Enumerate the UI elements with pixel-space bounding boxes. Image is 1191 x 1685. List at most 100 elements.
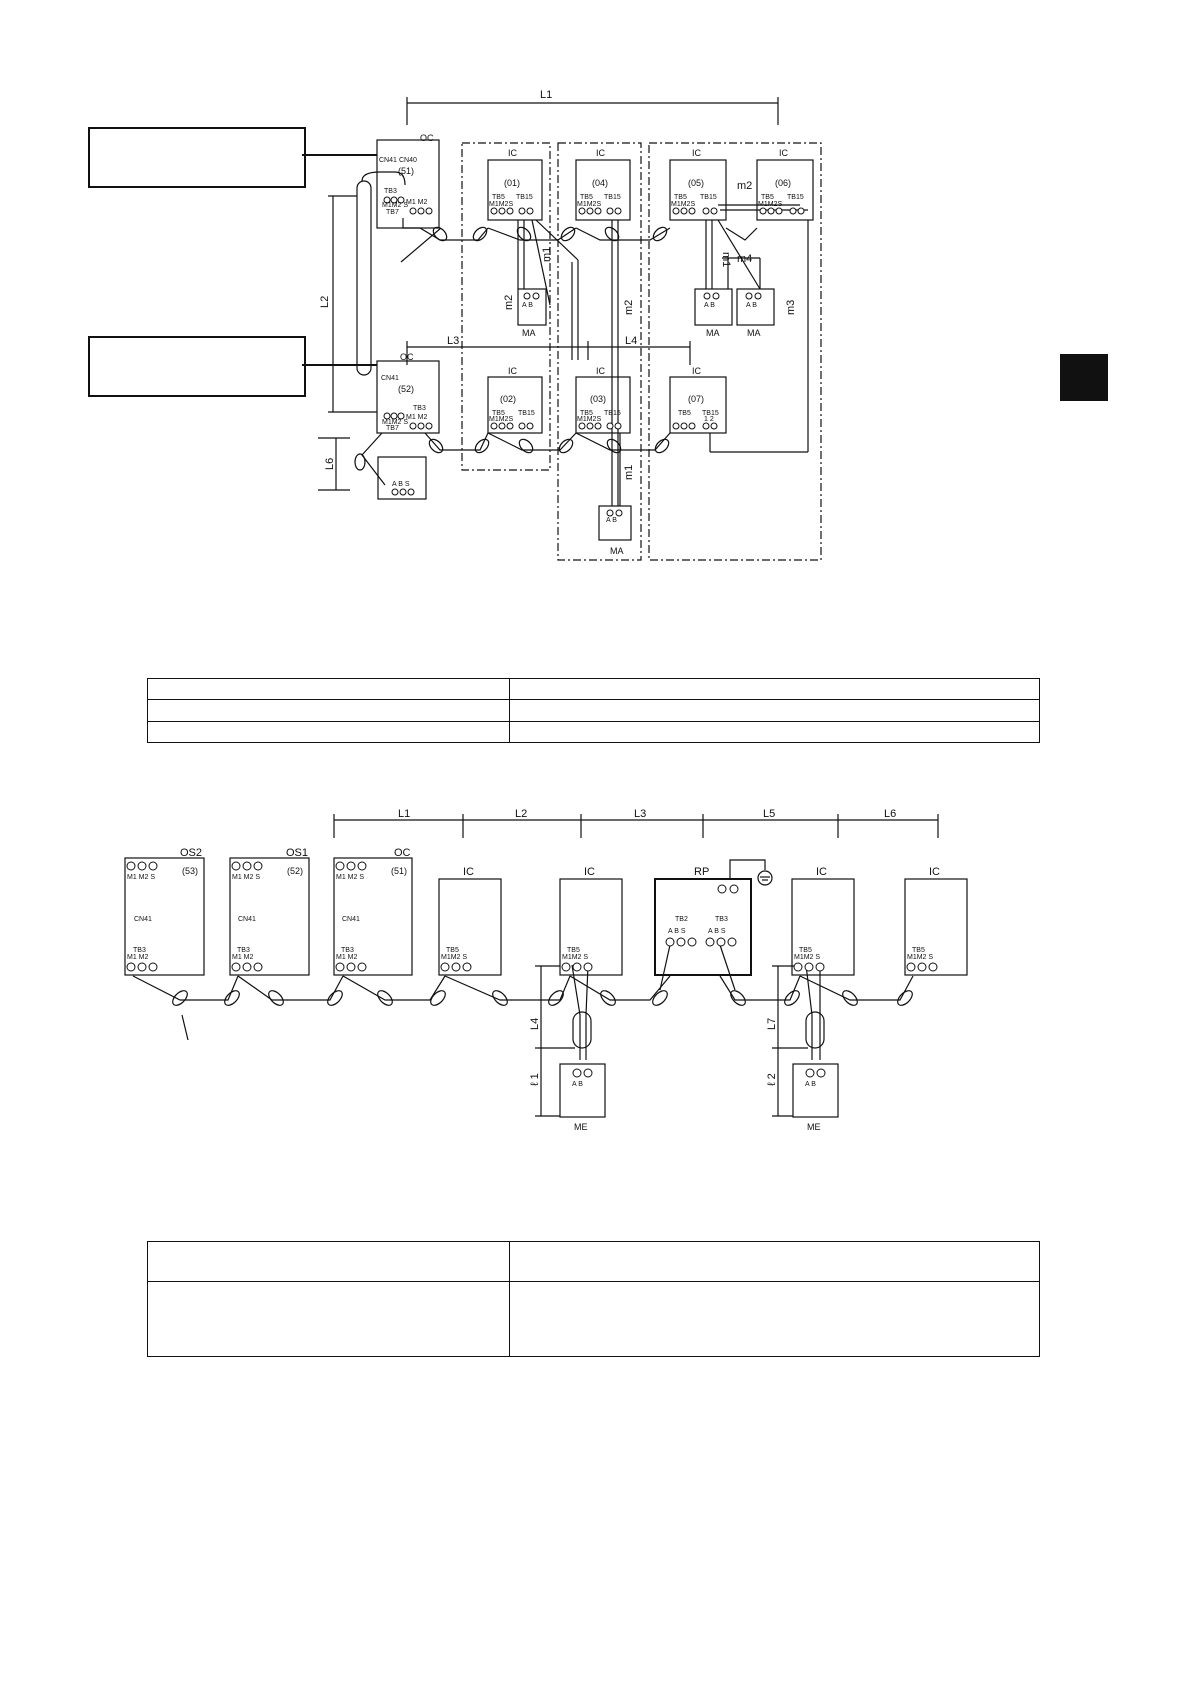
label-box-bottom xyxy=(88,336,306,397)
dim-l3: L3 xyxy=(447,335,459,347)
d2-dim-l1: L1 xyxy=(398,808,410,820)
rp-label: RP xyxy=(694,866,709,878)
section-tab-marker xyxy=(1060,354,1108,401)
ma-2-label: MA xyxy=(706,328,720,338)
oc-bottom-cn41: CN41 xyxy=(381,375,399,382)
rp-tb2-abs: A B S xyxy=(668,928,686,935)
rp-tb2: TB2 xyxy=(675,916,688,923)
oc2-addr: (51) xyxy=(391,866,407,876)
ic-03-m1m2s: M1M2S xyxy=(577,416,601,423)
ic-01-tb5: TB5 xyxy=(492,194,505,201)
d2-dim-l1-small: ℓ 1 xyxy=(529,1073,541,1086)
d2-ic-1-m1m2s: M1M2 S xyxy=(441,954,467,961)
ic-04-tb15: TB15 xyxy=(604,194,621,201)
d2-ic-3-tb5: TB5 xyxy=(799,947,812,954)
me-2-label: ME xyxy=(807,1122,821,1132)
d2-dim-l4: L4 xyxy=(529,1018,541,1030)
oc-top-addr: (51) xyxy=(398,166,414,176)
ic-02-label: IC xyxy=(508,366,518,376)
dim-m4: m4 xyxy=(737,253,752,265)
ma-2-ab: A B xyxy=(704,302,715,309)
ma-3-ab: A B xyxy=(746,302,757,309)
ic-02-m1m2s: M1M2S xyxy=(489,416,513,423)
ma-4-ab: A B xyxy=(606,517,617,524)
dim-m2-mid: m2 xyxy=(623,300,635,315)
ic-05-addr: (05) xyxy=(688,178,704,188)
oc-top-tb7: TB7 xyxy=(386,209,399,216)
ic-07-addr: (07) xyxy=(688,394,704,404)
ic-06-label: IC xyxy=(779,148,789,158)
rp-tb3-abs: A B S xyxy=(708,928,726,935)
d2-ic-1-tb5: TB5 xyxy=(446,947,459,954)
oc-top-m1m2s: M1M2 S xyxy=(382,202,408,209)
rp-tb3: TB3 xyxy=(715,916,728,923)
me-1-ab: A B xyxy=(572,1081,583,1088)
dim-m2-left: m2 xyxy=(503,295,515,310)
oc-top-tb3: TB3 xyxy=(384,188,397,195)
ic-06-tb15: TB15 xyxy=(787,194,804,201)
os2-cn41: CN41 xyxy=(134,916,152,923)
ic-03-tb5: TB5 xyxy=(580,410,593,417)
ic-05-tb15: TB15 xyxy=(700,194,717,201)
os1-m1m2s: M1 M2 S xyxy=(232,874,260,881)
oc-bottom-tb7: TB7 xyxy=(386,425,399,432)
ic-04-m1m2s: M1M2S xyxy=(577,201,601,208)
oc-bottom-label: OC xyxy=(400,352,414,362)
oc2-cn41: CN41 xyxy=(342,916,360,923)
ma-1-ab: A B xyxy=(522,302,533,309)
d2-ic-4-label: IC xyxy=(929,866,940,878)
oc2-label: OC xyxy=(394,847,411,859)
ic-03-tb15: TB15 xyxy=(604,410,621,417)
ic-04-tb5: TB5 xyxy=(580,194,593,201)
os2-m1m2s: M1 M2 S xyxy=(127,874,155,881)
d2-ic-4-m1m2s: M1M2 S xyxy=(907,954,933,961)
d2-ic-3-m1m2s: M1M2 S xyxy=(794,954,820,961)
d2-dim-l5: L5 xyxy=(763,808,775,820)
oc-bottom-tb3: TB3 xyxy=(413,405,426,412)
d2-dim-l3: L3 xyxy=(634,808,646,820)
ic-06-m1m2s: M1M2S xyxy=(758,201,782,208)
dim-l1: L1 xyxy=(540,89,552,101)
oc-top-cn40: CN40 xyxy=(399,157,417,164)
dim-l6: L6 xyxy=(324,458,336,470)
os1-addr: (52) xyxy=(287,866,303,876)
me-1-label: ME xyxy=(574,1122,588,1132)
ic-04-addr: (04) xyxy=(592,178,608,188)
ic-03-addr: (03) xyxy=(590,394,606,404)
ma-4-label: MA xyxy=(610,546,624,556)
d2-ic-3-label: IC xyxy=(816,866,827,878)
small-box-abs: A B S xyxy=(392,481,410,488)
ic-07-tb15: TB15 xyxy=(702,410,719,417)
dim-l2: L2 xyxy=(319,296,331,308)
oc-bottom-m1m2: M1 M2 xyxy=(406,414,428,421)
dim-m1-left: m1 xyxy=(541,247,553,262)
d2-ic-2-label: IC xyxy=(584,866,595,878)
ic-05-m1m2s: M1M2S xyxy=(671,201,695,208)
dim-m2-top: m2 xyxy=(737,180,752,192)
oc2-tb3: TB3 xyxy=(341,947,354,954)
table-1 xyxy=(147,677,1040,744)
oc-bottom-addr: (52) xyxy=(398,384,414,394)
table-2 xyxy=(147,1241,1040,1357)
dim-m3: m3 xyxy=(785,300,797,315)
os1-tb3-m1m2: M1 M2 xyxy=(232,954,254,961)
ma-1-label: MA xyxy=(522,328,536,338)
ic-06-tb5: TB5 xyxy=(761,194,774,201)
os1-cn41: CN41 xyxy=(238,916,256,923)
ic-07-tb5: TB5 xyxy=(678,410,691,417)
me-2-ab: A B xyxy=(805,1081,816,1088)
os1-label: OS1 xyxy=(286,847,308,859)
ic-01-addr: (01) xyxy=(504,178,520,188)
ic-05-tb5: TB5 xyxy=(674,194,687,201)
oc-bottom-m1m2s: M1M2 S xyxy=(382,419,408,426)
d2-ic-2-tb5: TB5 xyxy=(567,947,580,954)
d2-dim-l2: L2 xyxy=(515,808,527,820)
d2-ic-1-label: IC xyxy=(463,866,474,878)
os1-tb3: TB3 xyxy=(237,947,250,954)
os2-addr: (53) xyxy=(182,866,198,876)
ic-07-label: IC xyxy=(692,366,702,376)
ic-05-label: IC xyxy=(692,148,702,158)
ic-02-tb5: TB5 xyxy=(492,410,505,417)
label-box-top xyxy=(88,127,306,188)
ic-03-label: IC xyxy=(596,366,606,376)
